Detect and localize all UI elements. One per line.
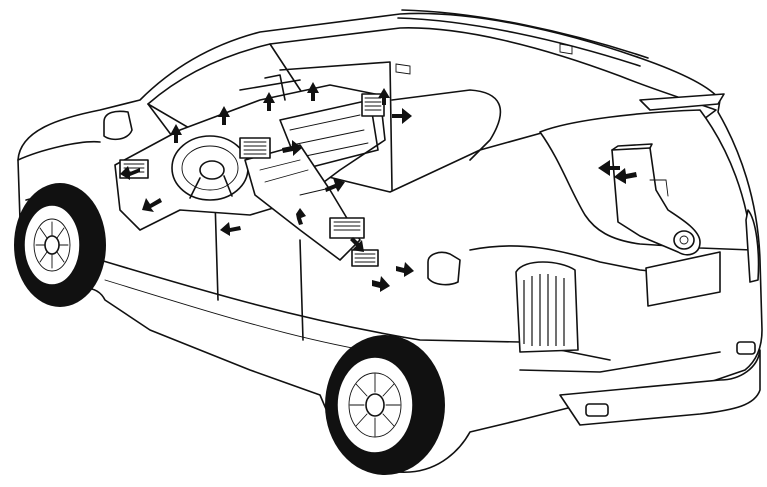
airflow-arrow-up-4 xyxy=(307,82,319,101)
dashboard-interior xyxy=(114,74,386,267)
airflow-arrow-up-2 xyxy=(218,106,230,125)
tail-lamps xyxy=(515,209,760,353)
airflow-arrow-rear-2 xyxy=(614,168,637,184)
airflow-arrow-right xyxy=(392,108,412,124)
airflow-arrow-console-1 xyxy=(350,237,364,252)
airflow-arrow-center-1 xyxy=(282,140,302,156)
console-rear-vent xyxy=(329,217,365,239)
airflow-arrow-console-3 xyxy=(396,262,414,277)
rear-reflector-right xyxy=(736,341,756,355)
center-vent xyxy=(239,137,271,159)
airflow-arrow-floor-left xyxy=(220,222,241,236)
airflow-arrow-up-1 xyxy=(170,124,182,143)
airflow-arrow-center-2 xyxy=(325,178,345,192)
airflow-arrow-left-1 xyxy=(120,166,140,180)
license-plate xyxy=(645,251,721,307)
airflow-arrow-rear-1 xyxy=(598,160,620,176)
front-wheel xyxy=(14,183,106,307)
airflow-arrow-floor-center xyxy=(296,208,306,225)
rear-reflector xyxy=(585,403,609,417)
airflow-arrow-up-3 xyxy=(263,92,275,111)
airflow-arrow-up-5 xyxy=(378,88,390,105)
airflow-arrows xyxy=(120,82,637,292)
rear-wheel xyxy=(325,335,445,475)
airflow-arrow-left-2 xyxy=(142,198,162,212)
airflow-arrow-console-2 xyxy=(372,276,390,292)
